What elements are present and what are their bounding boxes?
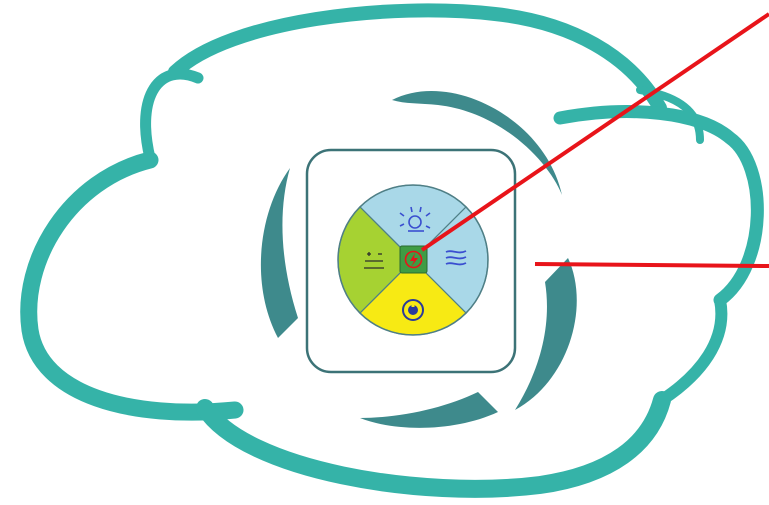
swirl-blade-bottom xyxy=(360,392,498,428)
cloud-upper-left-bump xyxy=(146,74,198,158)
pointer-line-horizontal xyxy=(535,264,769,266)
cloud-right-bottom-lobe xyxy=(662,300,721,400)
cloud-left-lobe xyxy=(29,160,235,412)
cloud-right-lobe xyxy=(560,112,757,300)
swirl-blade-right xyxy=(515,258,577,410)
control-dial xyxy=(338,185,488,335)
swirl-blade-left xyxy=(261,168,298,338)
